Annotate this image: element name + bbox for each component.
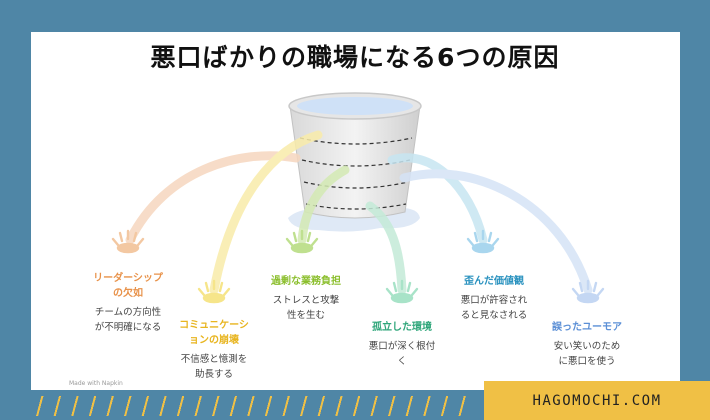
cause-desc-leadership: チームの方向性 が不明確になる [94, 307, 162, 333]
cause-desc-workload: ストレスと攻撃 性を生む [272, 295, 340, 321]
decorative-stripes [30, 396, 476, 416]
cause-title-isolation: 孤立した環境 [372, 322, 432, 333]
bucket-water [297, 97, 413, 115]
cause-title-workload: 過剰な業務負担 [271, 276, 341, 287]
crack-lines [299, 137, 413, 210]
cause-desc-values: 悪口が許容され ると見なされる [460, 295, 528, 321]
brand-link[interactable]: HAGOMOCHI.COM [484, 381, 710, 420]
page-title: 悪口ばかりの職場になる6つの原因 [150, 43, 560, 72]
cause-title-humor: 誤ったユーモア [552, 322, 622, 333]
cause-title-values: 歪んだ価値観 [464, 276, 524, 287]
cause-title-leadership: リーダーシップ の欠如 [93, 273, 163, 299]
cause-desc-communication: 不信感と憶測を 助長する [180, 354, 248, 380]
leak-arcs [125, 130, 593, 295]
cause-desc-humor: 安い笑いのため に悪口を使う [553, 341, 621, 367]
cause-desc-isolation: 悪口が深く根付 く [368, 341, 436, 367]
cause-title-communication: コミュニケーシ ョンの崩壊 [179, 320, 249, 346]
splash-marks [111, 229, 605, 304]
made-with-credit: Made with Napkin [69, 380, 123, 387]
